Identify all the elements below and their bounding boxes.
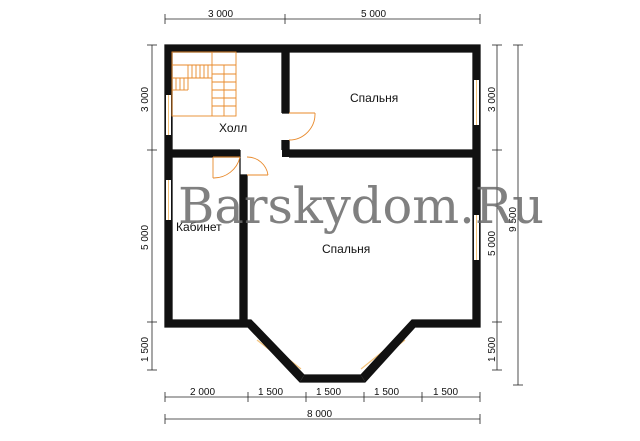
- dim-bottom-2: 1 500: [258, 387, 283, 398]
- dim-left-top: 3 000: [140, 87, 151, 112]
- dimension-lines: [147, 14, 523, 424]
- dim-right-mid: 5 000: [487, 231, 498, 256]
- room-label-holl: Холл: [219, 121, 247, 135]
- dim-bottom-4: 1 500: [374, 387, 399, 398]
- room-label-bedroom-main: Спальня: [322, 242, 370, 256]
- dim-bottom-3: 1 500: [316, 387, 341, 398]
- dim-bottom-1: 2 000: [190, 387, 215, 398]
- window-panes: [168, 80, 477, 260]
- dim-left-mid: 5 000: [140, 225, 151, 250]
- doors: [212, 112, 316, 179]
- dim-right-total: 9 500: [508, 207, 519, 232]
- dim-right-top: 3 000: [487, 87, 498, 112]
- watermark-text: Barskydom.Ru: [178, 177, 544, 235]
- dim-left-bottom: 1 500: [140, 337, 151, 362]
- dim-bottom-total: 8 000: [307, 409, 332, 420]
- dim-bottom-5: 1 500: [433, 387, 458, 398]
- dim-top-right: 5 000: [361, 9, 386, 20]
- stairs: [171, 51, 237, 117]
- dim-top-left: 3 000: [208, 9, 233, 20]
- room-label-bedroom-top: Спальня: [350, 91, 398, 105]
- dim-right-bottom: 1 500: [487, 337, 498, 362]
- room-label-cabinet: Кабинет: [176, 220, 222, 234]
